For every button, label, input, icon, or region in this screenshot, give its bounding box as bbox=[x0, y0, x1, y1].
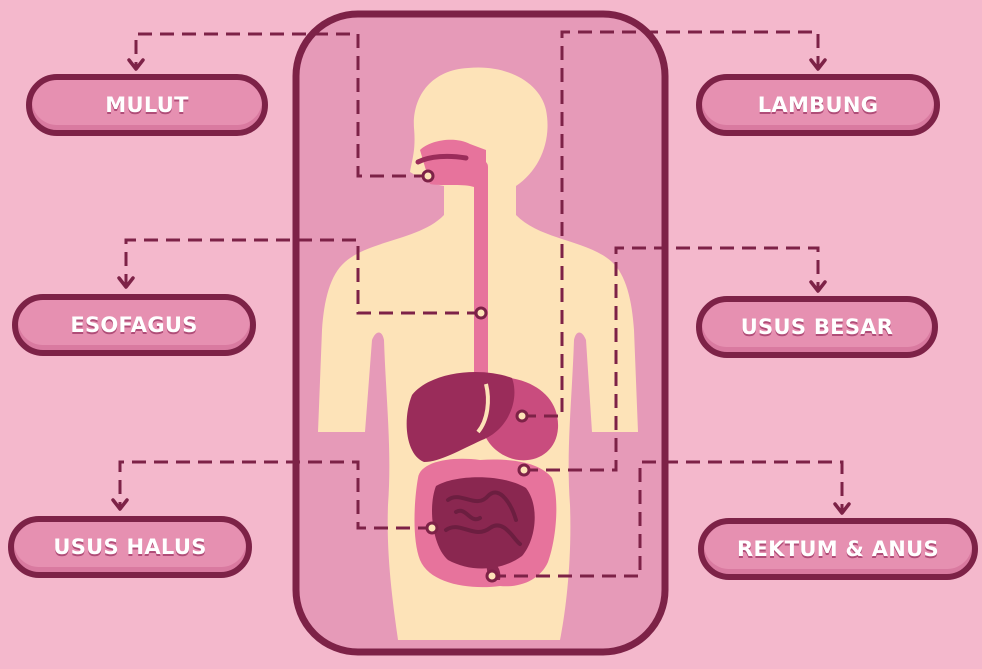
label-lambung-text: LAMBUNG bbox=[758, 93, 879, 117]
label-rektum-anus-text: REKTUM & ANUS bbox=[737, 537, 939, 561]
label-esofagus-text: ESOFAGUS bbox=[70, 313, 197, 337]
point-mulut bbox=[423, 171, 433, 181]
label-usus-besar: USUS BESAR bbox=[696, 296, 938, 358]
point-usus-halus bbox=[427, 523, 437, 533]
point-rektum-anus bbox=[487, 571, 497, 581]
point-esofagus bbox=[476, 308, 486, 318]
label-mulut-text: MULUT bbox=[105, 93, 188, 117]
label-esofagus: ESOFAGUS bbox=[12, 294, 256, 356]
label-mulut: MULUT bbox=[26, 74, 268, 136]
label-lambung: LAMBUNG bbox=[696, 74, 940, 136]
label-usus-halus: USUS HALUS bbox=[8, 516, 252, 578]
label-usus-halus-text: USUS HALUS bbox=[53, 535, 206, 559]
label-rektum-anus: REKTUM & ANUS bbox=[698, 518, 978, 580]
point-lambung bbox=[517, 411, 527, 421]
small-intestine-organ bbox=[432, 477, 535, 568]
esophagus-tube bbox=[474, 160, 488, 385]
label-usus-besar-text: USUS BESAR bbox=[741, 315, 894, 339]
point-usus-besar bbox=[519, 465, 529, 475]
